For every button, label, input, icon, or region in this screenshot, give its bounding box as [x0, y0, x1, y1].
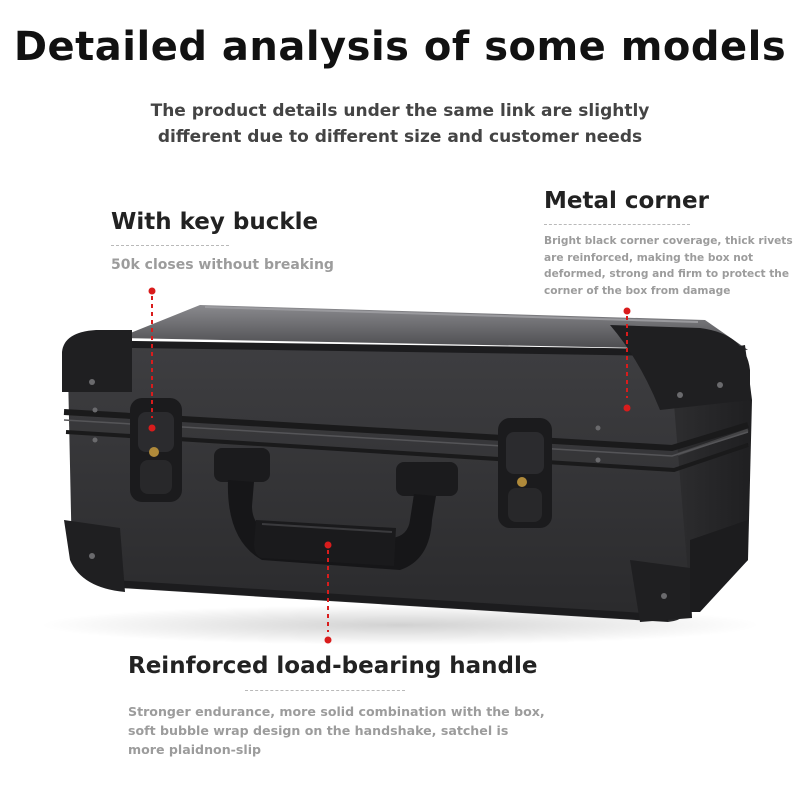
- feature-description-metal-corner: Bright black corner coverage, thick rive…: [544, 235, 793, 297]
- feature-heading-handle: Reinforced load-bearing handle: [128, 653, 538, 679]
- subtitle-line-2: different due to different size and cust…: [157, 127, 643, 147]
- callout-handle: [324, 541, 332, 644]
- carrying-handle: [214, 448, 458, 570]
- marker-dot-icon: [324, 541, 332, 549]
- callout-key-buckle: [148, 287, 156, 432]
- feature-description-handle: Stronger endurance, more solid combinati…: [128, 704, 545, 757]
- marker-dot-icon: [623, 307, 631, 315]
- marker-dot-icon: [148, 424, 156, 432]
- rivets: [92, 407, 601, 463]
- key-buckle-right: [498, 418, 552, 528]
- divider: [245, 690, 405, 691]
- metal-corner-front-left: [62, 330, 132, 392]
- callout-metal-corner: [623, 307, 631, 412]
- divider: [544, 224, 690, 225]
- metal-corner-back-right: [610, 325, 750, 410]
- feature-heading-metal-corner: Metal corner: [544, 188, 709, 214]
- subtitle-line-1: The product details under the same link …: [150, 101, 650, 121]
- case-lid-top: [118, 305, 748, 350]
- feature-description-key-buckle: 50k closes without breaking: [111, 257, 334, 273]
- metal-corner-side-bottom: [690, 520, 748, 612]
- marker-dot-icon: [623, 404, 631, 412]
- key-buckle-left: [130, 398, 182, 502]
- feature-heading-key-buckle: With key buckle: [111, 209, 319, 235]
- page-title: Detailed analysis of some models: [13, 24, 787, 70]
- marker-dot-icon: [148, 287, 156, 295]
- metal-corner-bottom-right: [630, 560, 692, 622]
- keyhole-icon: [517, 477, 527, 487]
- case-front-face: [68, 342, 690, 622]
- metal-corner-bottom-left: [64, 520, 125, 592]
- divider: [111, 245, 229, 246]
- keyhole-icon: [149, 447, 159, 457]
- marker-dot-icon: [324, 636, 332, 644]
